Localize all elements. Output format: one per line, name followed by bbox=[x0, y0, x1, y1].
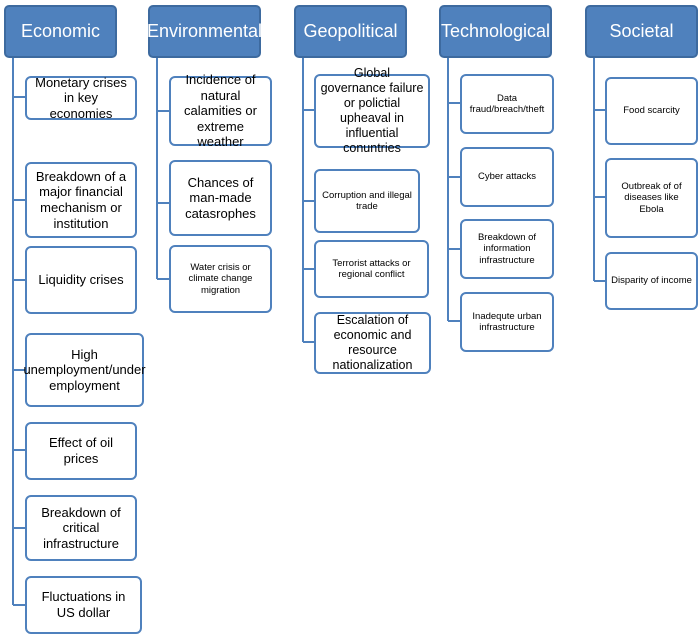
risk-item-food-scarcity: Food scarcity bbox=[605, 77, 698, 145]
risk-item-water-crisis: Water crisis or climate change migration bbox=[169, 245, 272, 313]
risk-item-man-made-catastrophes: Chances of man-made catasrophes bbox=[169, 160, 272, 236]
category-header-economic: Economic bbox=[4, 5, 117, 58]
risk-item-economic-nationalization: Escalation of economic and resource nati… bbox=[314, 312, 431, 374]
category-header-environmental: Environmental bbox=[147, 5, 262, 58]
risk-item-critical-infrastructure: Breakdown of critical infrastructure bbox=[25, 495, 137, 561]
risk-item-corruption: Corruption and illegal trade bbox=[314, 169, 420, 233]
risk-item-us-dollar: Fluctuations in US dollar bbox=[25, 576, 142, 634]
category-header-geopolitical: Geopolitical bbox=[294, 5, 407, 58]
connector-environmental bbox=[156, 58, 169, 280]
risk-item-income-disparity: Disparity of income bbox=[605, 252, 698, 310]
risk-item-natural-calamities: Incidence of natural calamities or extre… bbox=[169, 72, 272, 149]
connector-geopolitical bbox=[302, 58, 314, 343]
risk-item-financial-mechanism-breakdown: Breakdown of a major financial mechanism… bbox=[25, 162, 137, 238]
risk-item-cyber-attacks: Cyber attacks bbox=[460, 147, 554, 207]
risk-item-information-infrastructure: Breakdown of information infrastructure bbox=[460, 219, 554, 279]
risk-item-oil-prices: Effect of oil prices bbox=[25, 422, 137, 480]
connector-technological bbox=[447, 58, 460, 322]
connector-economic bbox=[12, 58, 25, 606]
risk-item-disease-outbreak: Outbreak of of diseases like Ebola bbox=[605, 158, 698, 238]
connector-societal bbox=[593, 58, 605, 282]
risk-item-data-fraud: Data fraud/breach/theft bbox=[460, 74, 554, 134]
risk-item-unemployment: High unemployment/under employment bbox=[23, 333, 146, 407]
risk-item-governance-failure: Global governance failure or polictial u… bbox=[314, 66, 430, 155]
risk-item-terrorist-attacks: Terrorist attacks or regional conflict bbox=[314, 240, 429, 298]
risk-item-liquidity-crises: Liquidity crises bbox=[25, 246, 137, 314]
risk-item-urban-infrastructure: Inadequte urban infrastructure bbox=[460, 292, 554, 352]
category-header-societal: Societal bbox=[585, 5, 698, 58]
category-header-technological: Technological bbox=[439, 5, 552, 58]
risk-item-monetary-crises: Monetary crises in key economies bbox=[25, 75, 137, 121]
